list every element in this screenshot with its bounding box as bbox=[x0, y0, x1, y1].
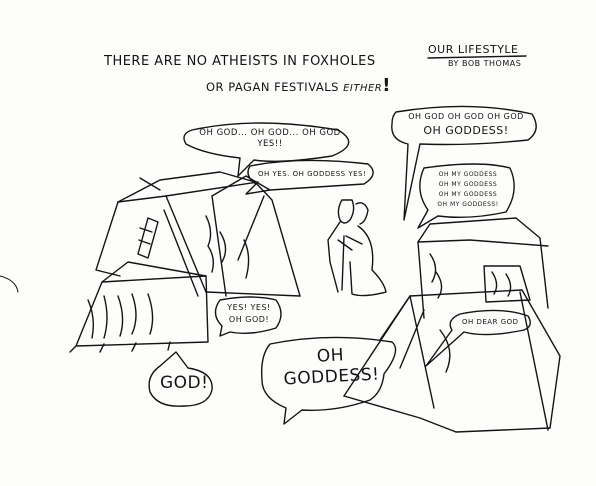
bubble-right-stack-line-4: OH MY GODDESS! bbox=[437, 201, 499, 208]
bubble-middle-left-text: YES! YES! OH GOD! bbox=[214, 302, 284, 326]
bubble-right-stack-line-2: OH MY GODDESS bbox=[438, 181, 498, 188]
bubble-god bbox=[148, 351, 213, 407]
title-underline bbox=[427, 55, 527, 59]
bubble-right-stack-line-1: OH MY GODDESS bbox=[438, 171, 498, 178]
byline: BY BOB THOMAS bbox=[448, 59, 522, 68]
bubble-top-left-line-2: YES!! bbox=[257, 139, 283, 149]
bubble-goddess-text: OH GODDESS! bbox=[267, 343, 395, 392]
bubble-top-left-line-1: OH GOD... OH GOD... OH GOD bbox=[199, 128, 341, 138]
bottom-right-tent bbox=[343, 289, 561, 433]
bubble-top-right bbox=[391, 105, 537, 221]
bubble-top-left-text: OH GOD... OH GOD... OH GOD YES!! bbox=[190, 128, 350, 150]
bubble-right-stack-line-3: OH MY GODDESS bbox=[438, 191, 498, 198]
caption-line-2-tail: EITHER bbox=[343, 83, 383, 94]
bubble-dear-god bbox=[425, 309, 531, 367]
front-left-tent bbox=[69, 261, 209, 353]
embracing-couple bbox=[327, 199, 387, 297]
bubble-tent-top-text: OH YES. OH GODDESS YES! bbox=[258, 170, 367, 178]
bubble-top-right-line-1: OH GOD OH GOD OH GOD bbox=[408, 112, 524, 121]
strip-title: OUR LIFESTYLE bbox=[428, 43, 519, 56]
right-tent bbox=[417, 217, 549, 319]
big-left-tent bbox=[95, 171, 301, 297]
bubble-god-text: GOD! bbox=[160, 373, 209, 393]
bubble-right-stack bbox=[417, 163, 515, 229]
bubble-dear-god-text: OH DEAR GOD bbox=[462, 318, 519, 326]
bubble-tent-top bbox=[245, 159, 374, 195]
bubble-middle-left-line-2: OH GOD! bbox=[228, 315, 270, 324]
bubble-right-stack-text: OH MY GODDESS OH MY GODDESS OH MY GODDES… bbox=[424, 170, 512, 210]
bubble-goddess bbox=[260, 336, 397, 425]
bubble-middle-left-line-1: YES! YES! bbox=[227, 303, 271, 312]
caption-line-1: THERE ARE NO ATHEISTS IN FOXHOLES bbox=[104, 54, 376, 69]
bubble-middle-left bbox=[214, 296, 282, 337]
bubble-top-right-text: OH GOD OH GOD OH GOD OH GODDESS! bbox=[398, 110, 534, 138]
caption-line-2-end: ! bbox=[382, 75, 391, 96]
caption-line-2: OR PAGAN FESTIVALS EITHER! bbox=[206, 75, 391, 96]
caption-line-2-main: OR PAGAN FESTIVALS bbox=[206, 80, 339, 94]
punch-hole-mark bbox=[0, 275, 19, 293]
bubble-top-right-line-2: OH GODDESS! bbox=[423, 124, 509, 137]
